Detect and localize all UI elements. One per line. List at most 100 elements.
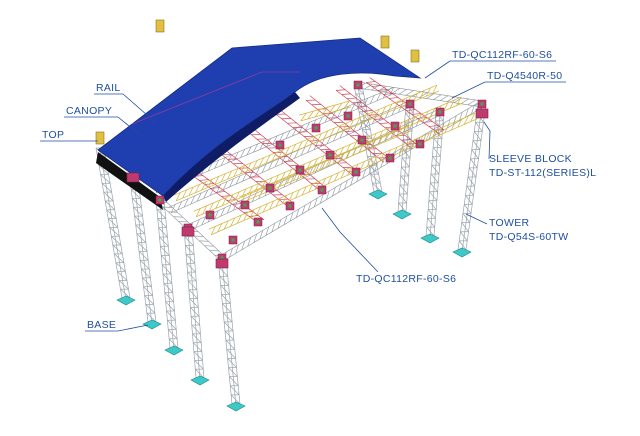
tower-lacing — [223, 321, 234, 332]
base-plate — [164, 345, 184, 356]
tower-lacing — [471, 149, 479, 159]
truss-lacing — [266, 138, 271, 147]
truss-lacing — [232, 203, 242, 205]
truss-lacing — [324, 114, 330, 123]
truss-lacing — [326, 135, 332, 145]
truss-chord — [168, 100, 409, 208]
truss-lacing — [341, 93, 351, 95]
truss-lacing — [431, 130, 437, 139]
tower-lacing — [225, 339, 236, 350]
truss-lacing — [371, 85, 382, 87]
base-plate — [452, 247, 472, 258]
truss-lacing — [175, 192, 181, 201]
truss-lacing — [338, 183, 342, 193]
tower-lacing — [401, 157, 410, 168]
truss-lacing — [355, 117, 361, 126]
tower-lacing — [106, 209, 117, 219]
tower-lacing — [185, 245, 195, 255]
sleeve-block — [475, 108, 489, 119]
q4540-label: TD-Q4540R-50 — [487, 70, 562, 82]
truss-lacing — [398, 89, 407, 95]
truss-lacing — [387, 103, 393, 113]
tower-column — [155, 199, 179, 351]
tower-lacing — [400, 175, 409, 186]
tower-lacing — [428, 200, 437, 210]
truss-lacing — [283, 178, 288, 188]
truss-lacing — [347, 97, 357, 100]
truss-lacing — [337, 108, 343, 118]
truss-lacing — [405, 90, 414, 96]
tower-lacing — [189, 298, 199, 308]
tower-lacing — [222, 303, 232, 313]
truss-lacing — [216, 184, 221, 193]
tower-lacing — [224, 330, 235, 341]
truss-chord — [211, 118, 478, 236]
tower-label-line2: TD-Q54S-60TW — [489, 231, 568, 243]
truss-lacing — [345, 150, 351, 159]
truss-lacing — [222, 181, 228, 190]
yellow-beam — [299, 100, 351, 122]
red-beam — [215, 145, 295, 209]
truss-lacing — [217, 223, 223, 233]
tower-lacing — [168, 338, 179, 349]
truss-lacing — [405, 141, 411, 151]
truss-lacing — [463, 115, 469, 125]
tower-lacing — [114, 253, 125, 263]
tower-lacing — [184, 236, 194, 246]
truss-lacing — [228, 194, 234, 204]
tower-lacing — [134, 215, 144, 226]
clamp-block — [438, 110, 442, 114]
tower-lacing — [475, 122, 483, 132]
tower-lacing — [461, 222, 469, 232]
tower-lacing — [432, 147, 441, 157]
truss-lacing — [201, 216, 206, 226]
qc-top-label: TD-QC112RF-60-S6 — [452, 49, 552, 61]
tower-lacing — [219, 276, 229, 286]
truss-lacing — [366, 158, 372, 168]
clamp-block — [278, 143, 282, 147]
tower-lacing — [472, 140, 481, 150]
truss-chord — [176, 90, 440, 202]
tower-lacing — [462, 213, 471, 223]
truss-lacing — [434, 126, 439, 136]
rail-label: RAIL — [96, 82, 121, 94]
tower-lacing — [190, 307, 200, 317]
red-beam — [245, 125, 327, 193]
base-leader — [117, 324, 149, 332]
truss-lacing — [277, 219, 282, 229]
tower-lacing — [370, 173, 381, 184]
clamp-block — [408, 102, 412, 106]
truss-lacing — [350, 176, 354, 186]
rail-leader — [122, 93, 156, 123]
qc-bottom-label: TD-QC112RF-60-S6 — [356, 273, 456, 285]
truss-lacing — [411, 113, 421, 115]
truss-lacing — [226, 204, 232, 214]
truss-lacing — [294, 149, 299, 159]
tower-lacing — [466, 185, 474, 196]
base-label: BASE — [87, 319, 116, 331]
tower-lacing — [431, 164, 440, 175]
tower-lacing — [458, 240, 467, 251]
truss-lacing — [210, 226, 216, 235]
tower-lacing — [194, 360, 204, 370]
truss-lacing — [456, 97, 462, 106]
truss-lacing — [265, 226, 270, 236]
truss-lacing — [423, 121, 433, 123]
tower-lacing — [159, 236, 169, 247]
clamp-block — [360, 138, 364, 142]
clamp-block — [314, 126, 318, 130]
tower-lacing — [111, 235, 122, 246]
truss-lacing — [201, 181, 207, 191]
truss-lacing — [369, 95, 375, 104]
clamp-block — [480, 102, 484, 106]
base-plate — [142, 319, 162, 330]
yellow-beam — [173, 84, 440, 202]
truss-lacing — [261, 164, 267, 173]
tower-chord — [221, 259, 237, 407]
truss-lacing — [360, 161, 365, 170]
sleeve-block — [126, 172, 140, 183]
truss-lacing — [430, 108, 436, 117]
truss-lacing — [253, 233, 258, 243]
